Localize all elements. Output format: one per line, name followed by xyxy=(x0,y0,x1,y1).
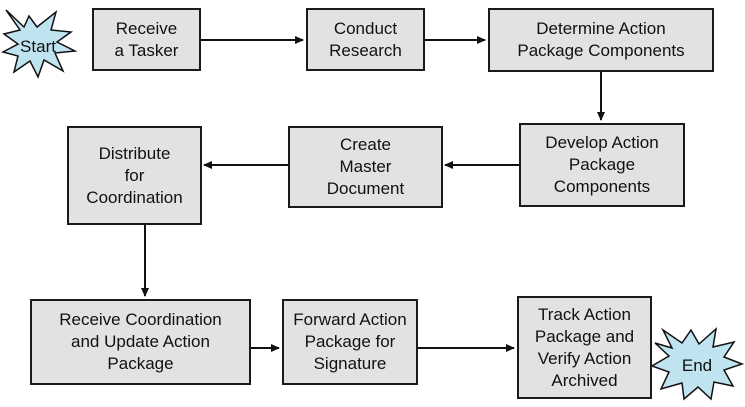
step-track-and-verify: Track Action Package and Verify Action A… xyxy=(517,296,652,399)
step-forward-for-signature: Forward Action Package for Signature xyxy=(282,299,418,385)
step-label-line: Archived xyxy=(551,370,618,390)
step-receive-tasker: Receive a Tasker xyxy=(92,8,201,71)
step-distribute-for-coordination: Distribute for Coordination xyxy=(67,126,202,225)
start-terminal: Start xyxy=(0,9,78,79)
step-label-line: Package and xyxy=(534,326,635,346)
step-label-line: Determine Action xyxy=(536,19,666,38)
step-label-line: Receive xyxy=(115,18,178,38)
step-label-line: Create xyxy=(339,135,391,154)
step-label-line: Components xyxy=(553,177,651,196)
step-label-line: Conduct xyxy=(333,18,398,38)
step-label-line: Master xyxy=(339,157,392,176)
step-label-line: Package xyxy=(568,155,636,174)
step-label-line: and Update Action xyxy=(71,332,210,351)
step-label-line: Package xyxy=(107,354,174,373)
step-label-line: Forward Action xyxy=(293,310,407,329)
step-label-line: Signature xyxy=(313,354,387,373)
step-label-line: Develop Action xyxy=(545,133,659,152)
step-label-line: Track Action xyxy=(538,304,631,324)
end-burst-shape xyxy=(650,327,745,401)
step-label-line: Research xyxy=(329,40,402,60)
start-burst-shape xyxy=(0,9,78,79)
step-label-line: Coordination xyxy=(86,187,183,207)
end-label: End xyxy=(682,356,712,375)
step-create-master-document: Create Master Document xyxy=(288,126,443,208)
step-label-line: Document xyxy=(326,179,405,198)
step-label-line: a Tasker xyxy=(114,40,179,60)
step-label-line: for xyxy=(124,165,145,185)
end-terminal: End xyxy=(650,327,745,401)
start-label: Start xyxy=(20,37,56,56)
step-label-line: Distribute xyxy=(98,143,171,163)
step-receive-coordination: Receive Coordination and Update Action P… xyxy=(30,299,251,385)
step-label-line: Receive Coordination xyxy=(59,310,222,329)
step-determine-components: Determine Action Package Components xyxy=(488,8,714,72)
step-label-line: Package Components xyxy=(517,41,685,60)
step-label-line: Package for xyxy=(304,332,396,351)
step-conduct-research: Conduct Research xyxy=(306,8,425,71)
connector-arrows xyxy=(141,36,605,352)
step-label-line: Verify Action xyxy=(537,348,632,368)
step-develop-components: Develop Action Package Components xyxy=(519,123,685,207)
